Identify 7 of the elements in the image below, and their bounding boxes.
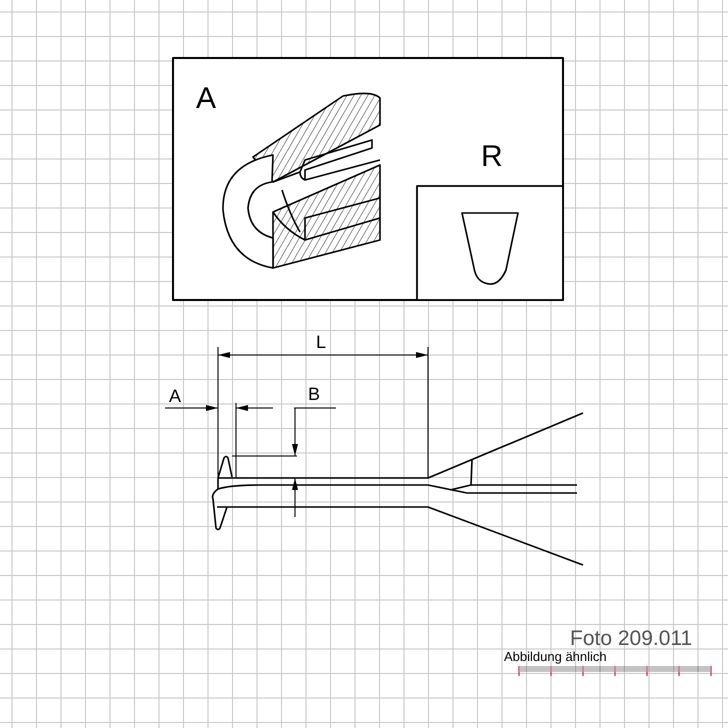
dimension-label: L [316,333,326,351]
dimension-label: A [169,387,182,405]
photo-number: Foto 209.011 [570,628,692,649]
detail-letter: A [196,84,216,114]
dimension-label: B [308,385,320,403]
image-note: Abbildung ähnlich [504,650,607,663]
detail-letter: R [481,142,503,172]
